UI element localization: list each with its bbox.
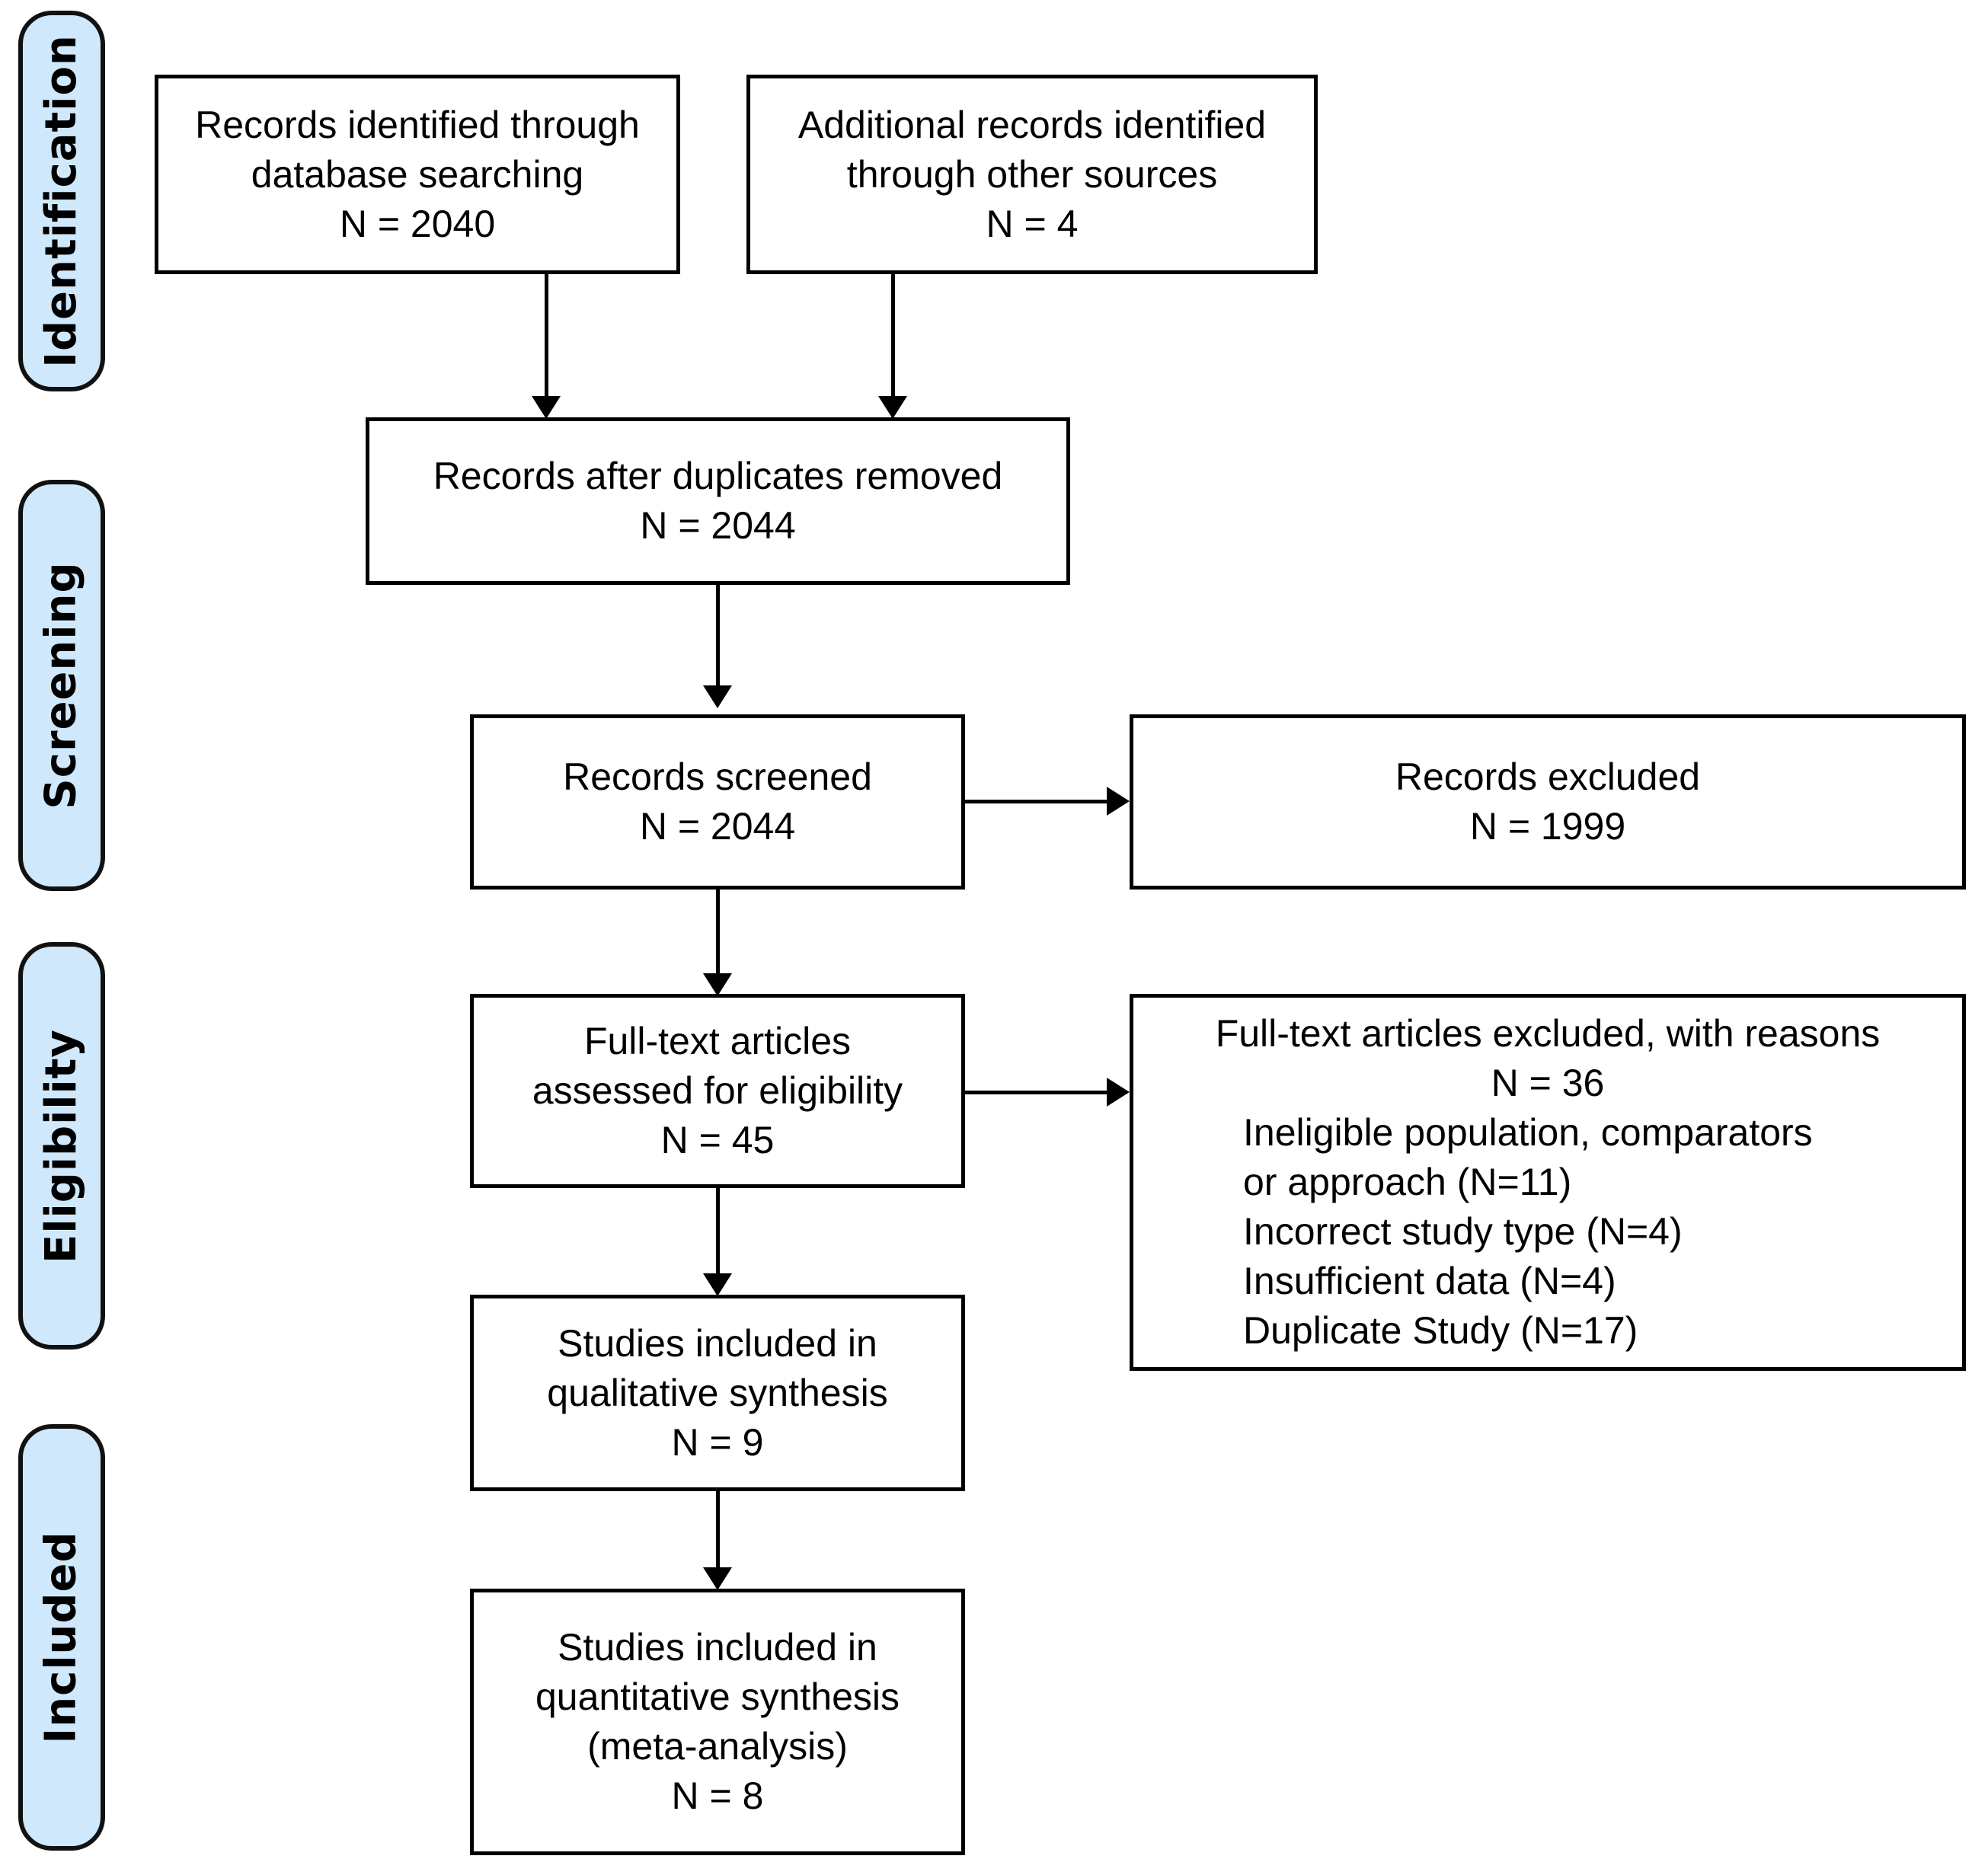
box-fulltext-assessed-eligibility: Full-text articles assessed for eligibil…	[470, 994, 965, 1188]
box-records-excluded: Records excluded N = 1999	[1130, 714, 1966, 890]
exclusion-reason: or approach (N=11)	[1243, 1161, 1572, 1203]
box-records-identified-database: Records identified through database sear…	[155, 75, 680, 274]
connector-screened-to-fulltext	[716, 890, 720, 989]
box-fulltext-excluded-with-reasons: Full-text articles excluded, with reason…	[1130, 994, 1966, 1371]
box-additional-records-other-sources: Additional records identified through ot…	[746, 75, 1318, 274]
stage-label-included: Included	[37, 1531, 86, 1744]
box-line: Full-text articles excluded, with reason…	[1215, 1012, 1881, 1055]
arrowhead-fulltext-to-qualitative	[703, 1273, 732, 1296]
box-count: N = 2044	[640, 504, 796, 547]
arrowhead-other-sources-to-duplicates	[878, 396, 907, 419]
box-records-after-duplicates-removed: Records after duplicates removed N = 204…	[366, 417, 1070, 585]
box-count: N = 36	[1491, 1062, 1605, 1104]
exclusion-reason: Insufficient data (N=4)	[1243, 1260, 1616, 1302]
box-count: N = 4	[986, 202, 1079, 245]
box-line: Records after duplicates removed	[433, 455, 1003, 497]
exclusion-reason: Incorrect study type (N=4)	[1243, 1210, 1683, 1253]
connector-fulltext-to-qualitative	[716, 1188, 720, 1287]
box-count: N = 9	[671, 1420, 764, 1464]
box-count: N = 2040	[339, 202, 496, 245]
stage-tab-identification: Identification	[18, 11, 105, 391]
arrowhead-db-search-to-duplicates	[532, 396, 561, 419]
box-studies-qualitative-synthesis: Studies included in qualitative synthesi…	[470, 1295, 965, 1491]
connector-fulltext-to-excluded	[965, 1091, 1114, 1094]
arrowhead-duplicates-to-screened	[703, 685, 732, 708]
arrowhead-screened-to-excluded	[1107, 787, 1130, 816]
box-line: (meta-analysis)	[587, 1725, 848, 1768]
box-line: qualitative synthesis	[547, 1371, 888, 1414]
box-line: Records excluded	[1395, 755, 1701, 798]
connector-other-sources-to-duplicates	[891, 274, 895, 410]
stage-label-eligibility: Eligibility	[37, 1028, 86, 1263]
box-line: quantitative synthesis	[535, 1675, 900, 1718]
box-count: N = 1999	[1469, 805, 1626, 848]
exclusion-reason: Duplicate Study (N=17)	[1243, 1309, 1638, 1352]
box-line: Records identified through	[195, 103, 640, 146]
stage-tab-included: Included	[18, 1424, 105, 1851]
stage-tab-eligibility: Eligibility	[18, 942, 105, 1350]
connector-db-search-to-duplicates	[545, 274, 548, 410]
box-line: through other sources	[846, 152, 1218, 196]
box-line: Records screened	[563, 755, 872, 798]
arrowhead-qualitative-to-quantitative	[703, 1567, 732, 1590]
arrowhead-fulltext-to-excluded	[1107, 1078, 1130, 1107]
box-line: assessed for eligibility	[532, 1069, 903, 1112]
stage-tab-screening: Screening	[18, 480, 105, 891]
box-count: N = 2044	[639, 805, 796, 848]
stage-label-screening: Screening	[37, 561, 86, 810]
exclusion-reason: Ineligible population, comparators	[1243, 1111, 1813, 1154]
connector-duplicates-to-screened	[716, 585, 720, 699]
box-line: Studies included in	[558, 1626, 877, 1669]
box-count: N = 8	[671, 1774, 764, 1817]
box-line: Studies included in	[558, 1321, 877, 1365]
box-line: Full-text articles	[583, 1020, 852, 1062]
box-count: N = 45	[660, 1119, 775, 1161]
connector-qualitative-to-quantitative	[716, 1491, 720, 1581]
connector-screened-to-excluded	[965, 800, 1114, 803]
stage-label-identification: Identification	[37, 34, 86, 368]
box-records-screened: Records screened N = 2044	[470, 714, 965, 890]
box-studies-quantitative-synthesis: Studies included in quantitative synthes…	[470, 1589, 965, 1855]
box-line: database searching	[251, 152, 584, 196]
arrowhead-screened-to-fulltext	[703, 973, 732, 996]
box-line: Additional records identified	[797, 103, 1267, 146]
